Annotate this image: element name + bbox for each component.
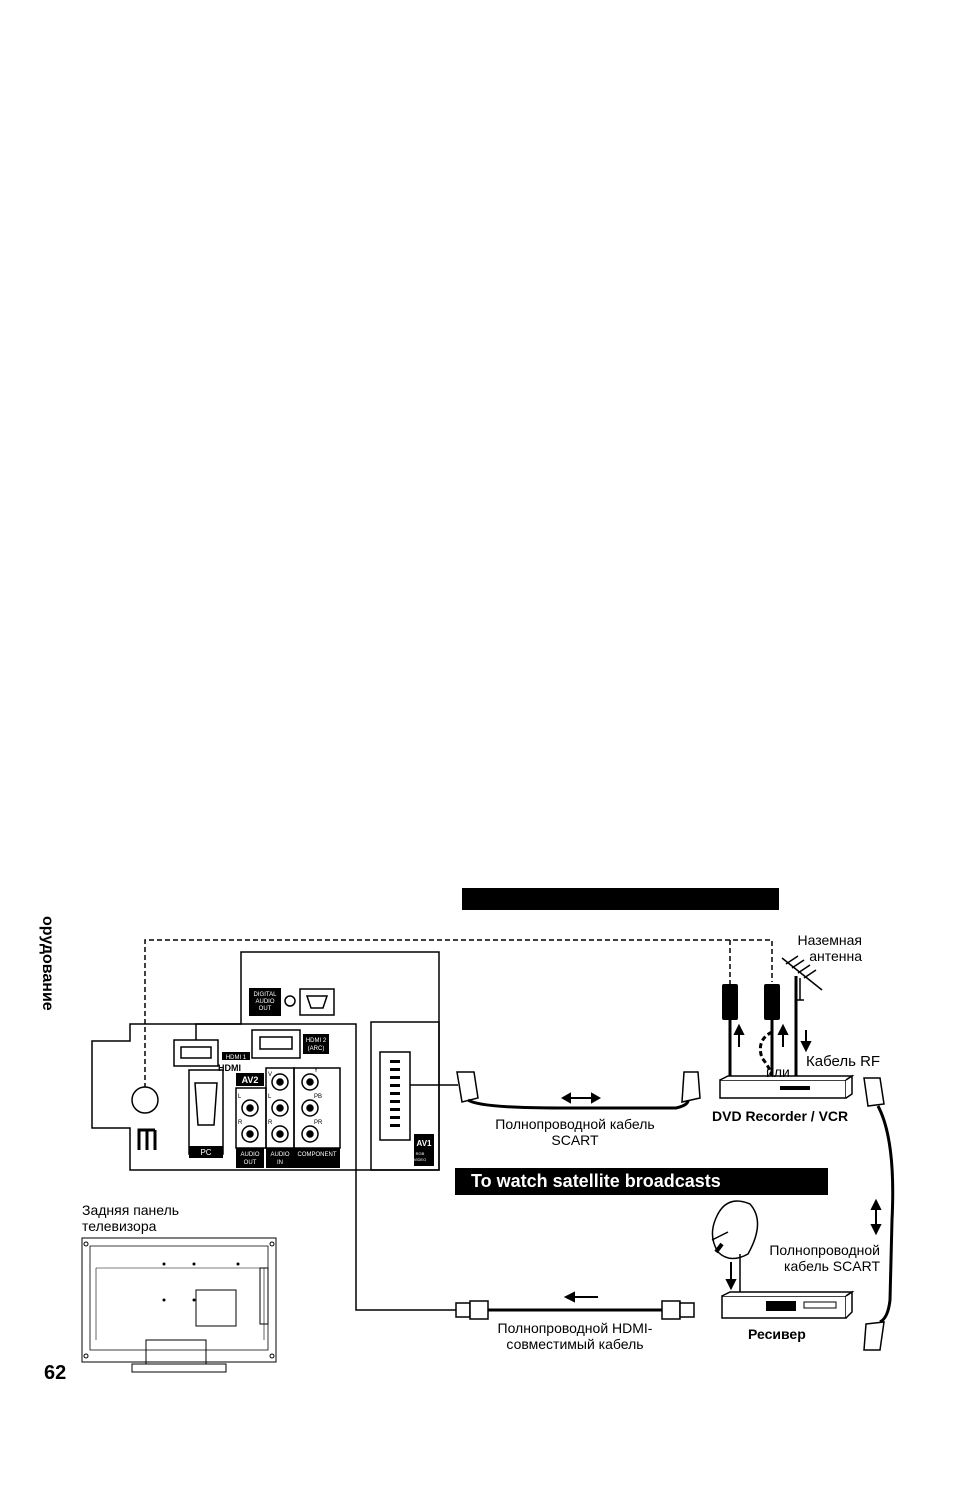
antenna-label-line2: антенна bbox=[809, 948, 862, 964]
digital-audio-label-2: AUDIO bbox=[255, 999, 274, 1005]
dashed-rf-cable bbox=[144, 939, 773, 1088]
audio-out-label-2: OUT bbox=[244, 1160, 257, 1166]
scart-cable-2-label-line2: кабель SCART bbox=[784, 1258, 880, 1274]
vertical-bidirectional-arrow-icon bbox=[870, 1198, 882, 1236]
rf-cable-label: Кабель RF bbox=[806, 1053, 881, 1070]
scart-cable-2-label-line1: Полнопроводной bbox=[769, 1242, 880, 1258]
section-header-bar bbox=[462, 888, 779, 910]
tv-back-dots bbox=[162, 1262, 240, 1302]
jack-v-label: V bbox=[268, 1072, 272, 1078]
tv-back-thumbnail bbox=[81, 1237, 277, 1373]
satellite-dish-icon bbox=[711, 1200, 759, 1292]
hdmi1-port bbox=[173, 1039, 219, 1067]
hdmi-plug-left bbox=[455, 1300, 489, 1320]
scart-plug-left bbox=[456, 1071, 479, 1103]
digital-audio-label-3: OUT bbox=[259, 1006, 272, 1012]
jack-r-label-1: R bbox=[238, 1120, 243, 1126]
arrow-down-dish-icon bbox=[725, 1262, 737, 1291]
dvd-recorder-label: DVD Recorder / VCR bbox=[712, 1108, 849, 1124]
scart-pins bbox=[390, 1060, 400, 1127]
arrow-down-icon bbox=[800, 1030, 812, 1053]
digital-audio-label-1: DIGITAL bbox=[254, 992, 278, 998]
audio-in-label-1: AUDIO bbox=[270, 1152, 289, 1158]
rf-plug-2 bbox=[764, 984, 780, 1020]
or-label: или bbox=[766, 1064, 790, 1080]
av1-label: AV1 bbox=[417, 1139, 433, 1148]
component-label: COMPONENT bbox=[298, 1152, 337, 1158]
satellite-section-title: To watch satellite broadcasts bbox=[455, 1168, 828, 1195]
jack-l-label-1: L bbox=[238, 1094, 242, 1100]
antenna-symbol-icon bbox=[137, 1128, 157, 1150]
terrestrial-antenna-icon bbox=[781, 955, 823, 1001]
pc-vga-port bbox=[188, 1069, 224, 1155]
tv-back-label-line1: Задняя панель bbox=[82, 1202, 180, 1218]
pc-label: PC bbox=[200, 1148, 211, 1157]
rf-plug-1 bbox=[722, 984, 738, 1020]
av1-scart-port bbox=[379, 1051, 411, 1141]
tv-back-label-line2: телевизора bbox=[82, 1218, 157, 1234]
jack-r-label-2: R bbox=[268, 1120, 273, 1126]
hdmi-logo-text: HDMI bbox=[218, 1063, 241, 1073]
hdmi2-port bbox=[251, 1029, 301, 1059]
hdmi-cable-label-line1: Полнопроводной HDMI- bbox=[497, 1320, 653, 1336]
audio-in-label-2: IN bbox=[277, 1160, 283, 1166]
scart-plug-right bbox=[681, 1071, 701, 1103]
hdmi2-arc-label: (ARC) bbox=[308, 1046, 325, 1052]
scart-cable-1-label-line2: SCART bbox=[551, 1132, 599, 1148]
antenna-label-line1: Наземная bbox=[797, 932, 862, 948]
audio-out-label-1: AUDIO bbox=[240, 1152, 259, 1158]
arrow-left-icon bbox=[563, 1291, 598, 1303]
hdmi-plug-right bbox=[661, 1300, 695, 1320]
av2-label: AV2 bbox=[242, 1075, 259, 1085]
scart-cable-1-label-line1: Полнопроводной кабель bbox=[495, 1116, 655, 1132]
digital-audio-out-port: DIGITAL AUDIO OUT bbox=[249, 988, 335, 1016]
jack-y-label: Y bbox=[314, 1068, 318, 1074]
scart-plug-dvd-side bbox=[863, 1077, 885, 1107]
jack-pr-label: PR bbox=[314, 1120, 323, 1126]
rf-input-jack bbox=[131, 1086, 159, 1114]
jack-l-label-2: L bbox=[268, 1094, 272, 1100]
tv-rear-panel bbox=[91, 951, 440, 1171]
av1-video-label: VIDEO bbox=[414, 1157, 426, 1162]
scart-plug-receiver-side bbox=[863, 1321, 885, 1351]
av1-rgb-label: RGB bbox=[416, 1151, 425, 1156]
page-number: 62 bbox=[44, 1362, 67, 1384]
arrow-up-icon bbox=[733, 1023, 789, 1047]
jack-pb-label: PB bbox=[314, 1094, 322, 1100]
hdmi1-label: HDMI 1 bbox=[226, 1055, 247, 1061]
hdmi2-label: HDMI 2 bbox=[306, 1038, 327, 1044]
rca-jacks bbox=[235, 1067, 341, 1149]
hdmi-cable-label-line2: совместимый кабель bbox=[506, 1336, 644, 1352]
sidebar-section-label: орудование bbox=[39, 916, 56, 1011]
receiver-label: Ресивер bbox=[748, 1326, 806, 1342]
bidirectional-arrow-icon bbox=[560, 1092, 602, 1104]
